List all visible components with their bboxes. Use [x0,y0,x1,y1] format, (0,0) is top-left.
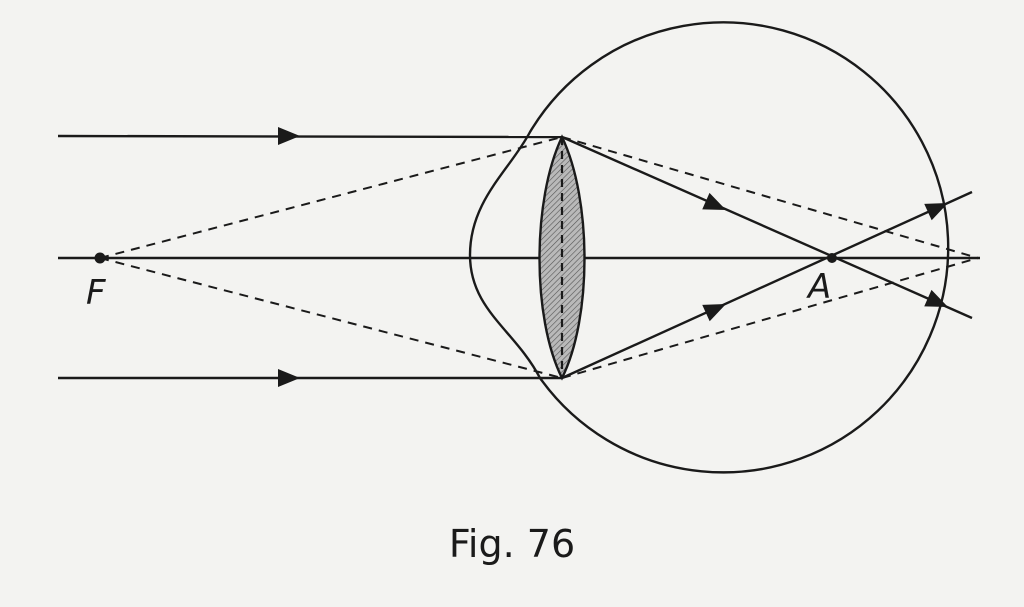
incoming-ray-top [57,134,563,139]
point-f-dot [94,252,106,264]
lens [538,134,586,381]
arrow-icon [278,369,300,387]
label-f: F [86,273,106,313]
arrow-icon [924,289,948,307]
refracted-ray-top [561,135,973,320]
dashed-line-f-to-lens-top [99,136,563,259]
dashed-line-lens-top-to-retina [561,136,979,259]
arrow-icon [924,203,948,221]
arrow-icon [278,127,300,145]
label-a: A [806,267,831,307]
dashed-line-lens-bottom-to-retina [561,257,979,379]
arrow-icon [702,304,726,322]
dashed-line-f-to-lens-bottom [99,257,563,379]
figure-caption: Fig. 76 [448,522,576,566]
arrow-icon [702,192,726,210]
refracted-ray-bottom [561,190,973,380]
eyeball-outline [468,21,950,474]
point-a-dot [827,253,837,263]
